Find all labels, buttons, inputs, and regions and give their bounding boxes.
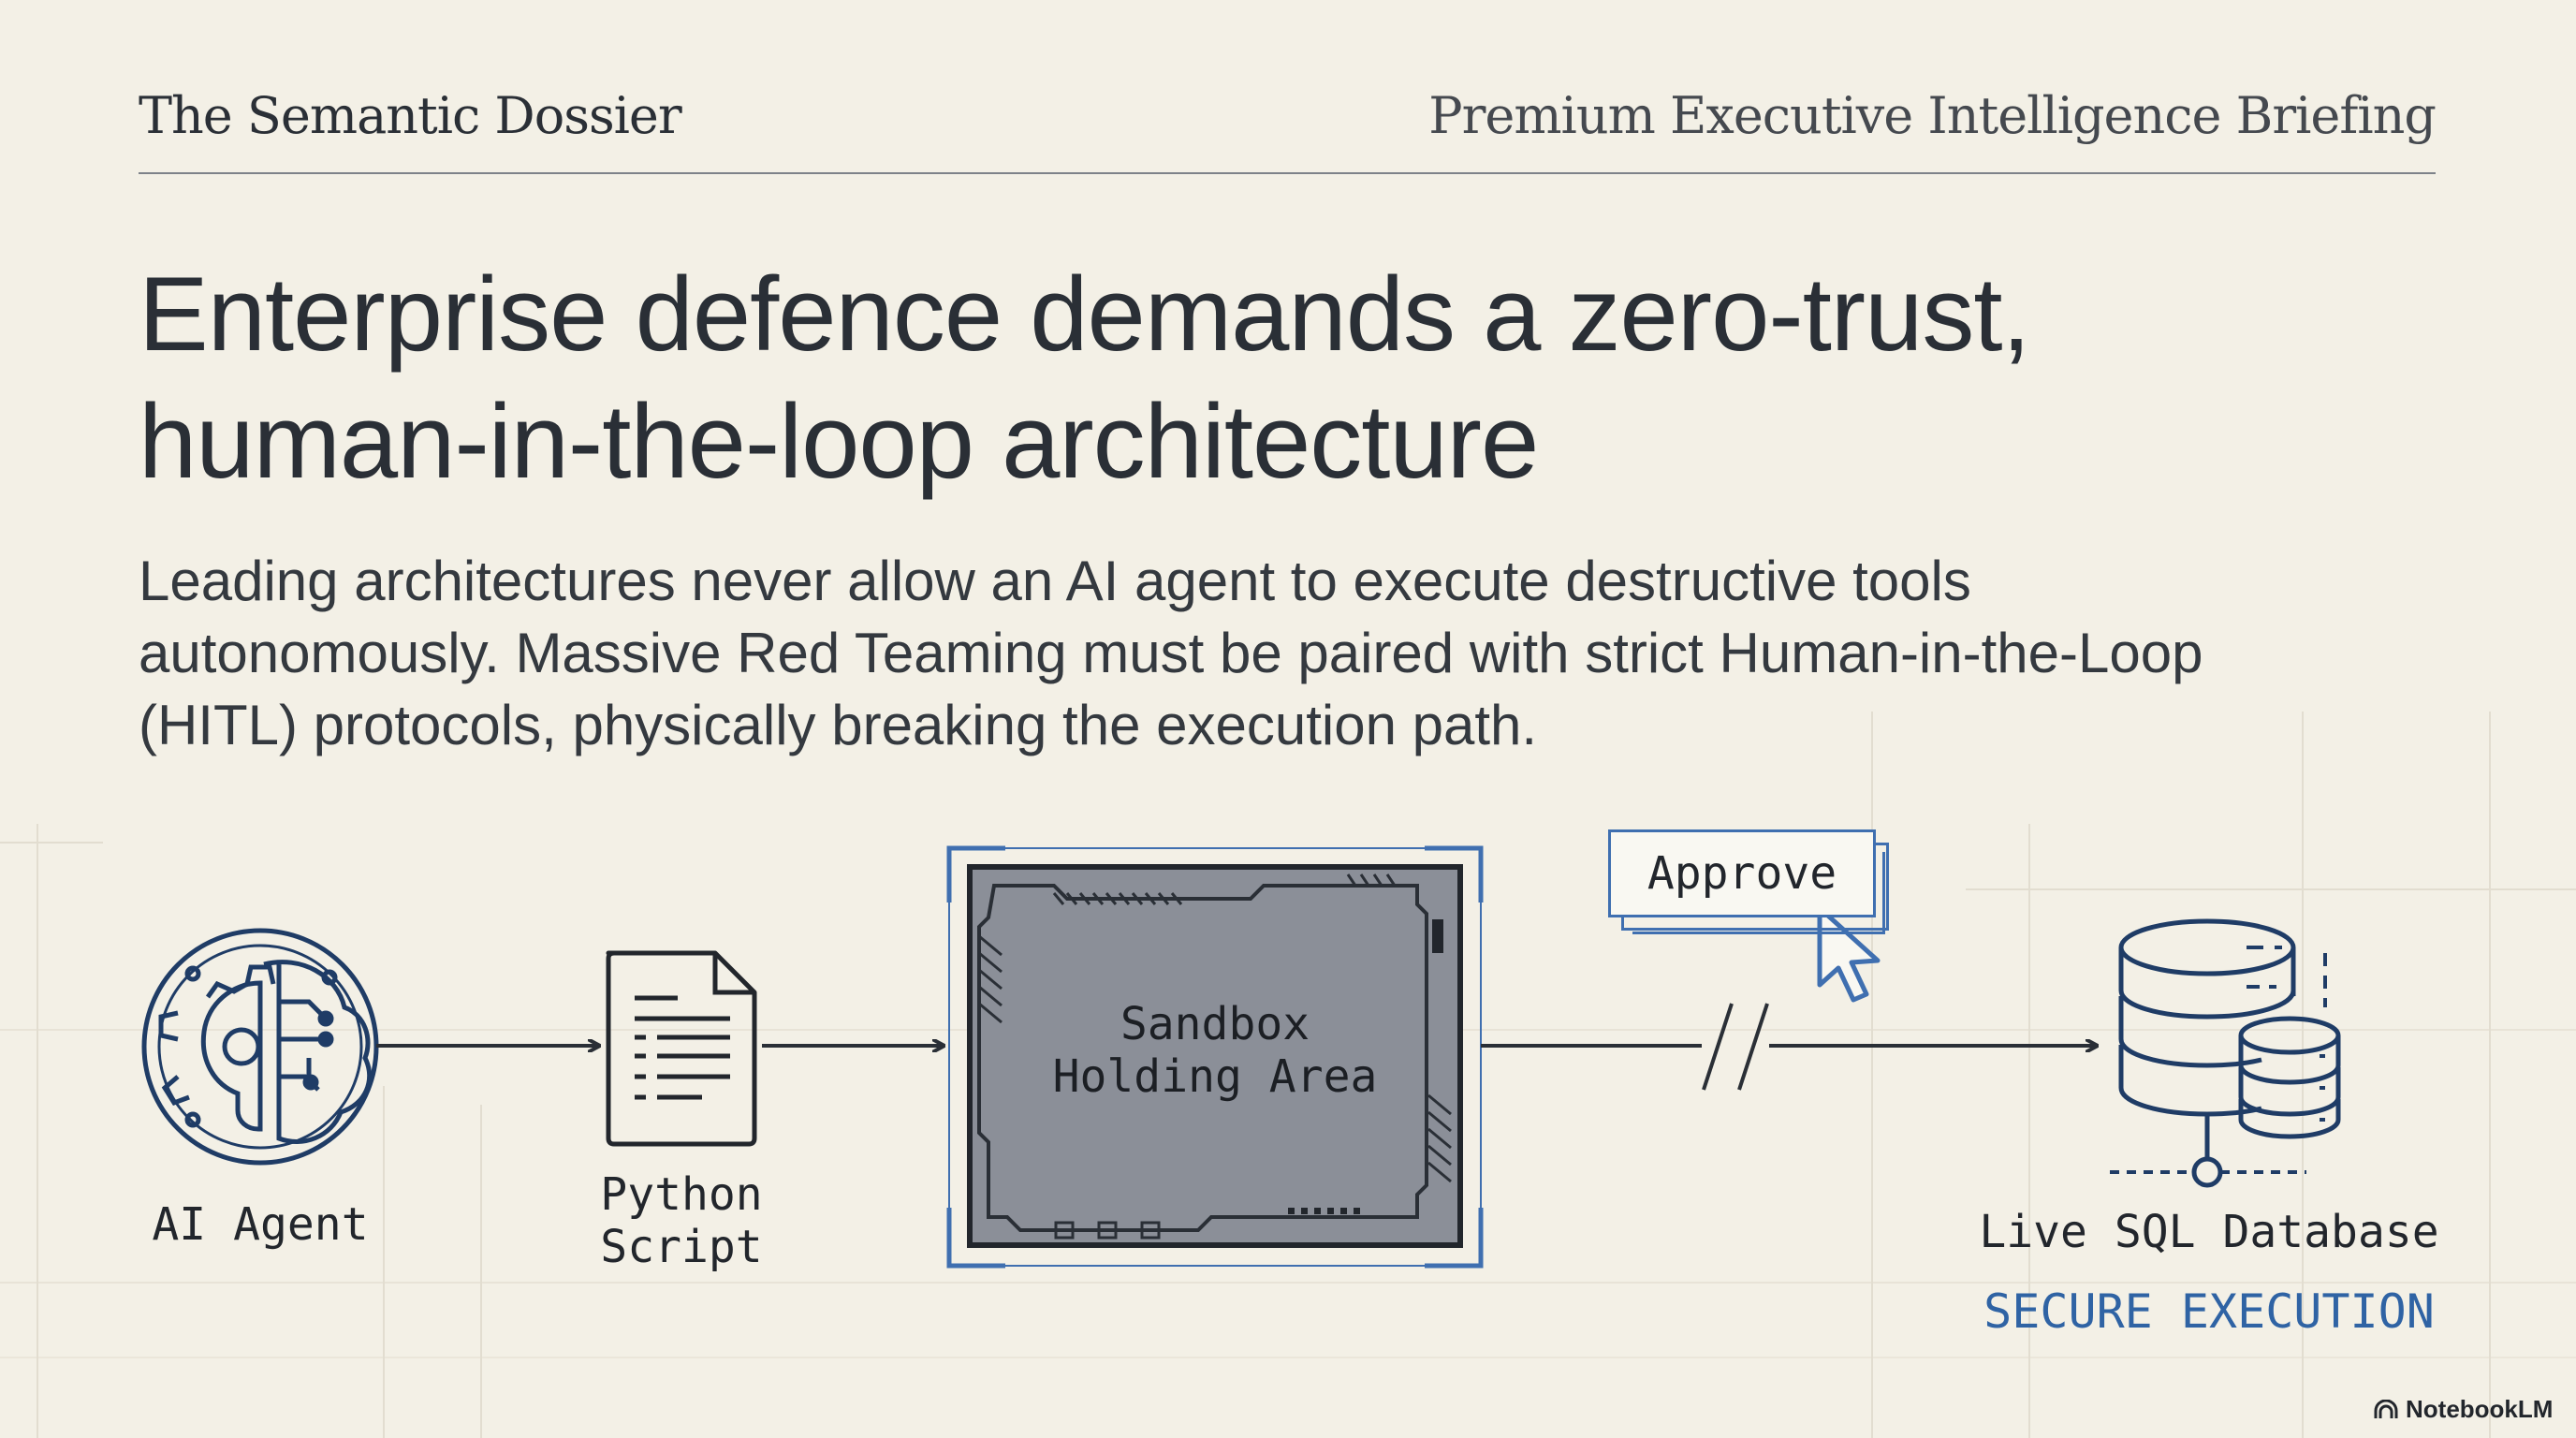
sandbox-label-line-1: Sandbox <box>1120 998 1310 1050</box>
notebooklm-watermark: NotebookLM <box>2374 1395 2553 1424</box>
database-label: Live SQL Database <box>1979 1206 2439 1258</box>
sandbox-label-line-2: Holding Area <box>1052 1050 1378 1103</box>
subtitle-line-3: (HITL) protocols, physically breaking th… <box>139 694 1538 756</box>
approve-button[interactable]: Approve <box>1608 829 1876 917</box>
brand-title: The Semantic Dossier <box>139 86 682 145</box>
title-line-1: Enterprise defence demands a zero-trust, <box>139 256 2031 373</box>
brain-gear-icon <box>141 928 379 1166</box>
title-line-2: human-in-the-loop architecture <box>139 383 1539 500</box>
document-icon <box>606 950 757 1147</box>
database-icon <box>2110 918 2341 1188</box>
cursor-icon <box>1817 905 1881 1003</box>
notebook-logo-icon <box>2374 1399 2398 1418</box>
python-script-label: Python Script <box>550 1168 812 1273</box>
sandbox-holding-area <box>946 845 1484 1269</box>
secure-execution-label: SECURE EXECUTION <box>1983 1284 2435 1339</box>
briefing-tagline: Premium Executive Intelligence Briefing <box>1428 86 2437 145</box>
subtitle-line-2: autonomously. Massive Red Teaming must b… <box>139 622 2203 684</box>
page-subtitle: Leading architectures never allow an AI … <box>139 545 2460 761</box>
header-bar: The Semantic Dossier Premium Executive I… <box>139 86 2437 174</box>
subtitle-line-1: Leading architectures never allow an AI … <box>139 550 1971 612</box>
break-slash-icon <box>1702 1003 1769 1091</box>
sandbox-label: Sandbox Holding Area <box>981 998 1449 1103</box>
python-script-label-line-1: Python <box>600 1168 763 1221</box>
ai-agent-label: AI Agent <box>152 1198 369 1251</box>
page-title: Enterprise defence demands a zero-trust,… <box>139 251 2460 506</box>
watermark-text: NotebookLM <box>2406 1395 2554 1423</box>
python-script-label-line-2: Script <box>600 1221 763 1273</box>
approve-button-shadow-back <box>1632 852 1885 934</box>
